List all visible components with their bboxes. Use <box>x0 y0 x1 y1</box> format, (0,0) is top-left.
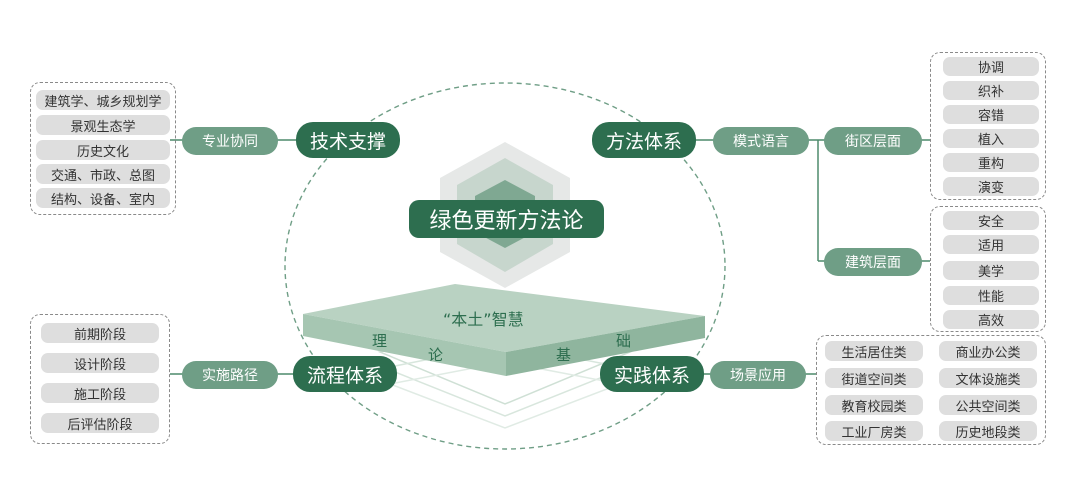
pillar-tech-support: 技术支撑 <box>296 122 400 158</box>
connector-implementation-path: 实施路径 <box>182 361 278 389</box>
practice-item: 街道空间类 <box>825 368 923 388</box>
process-items-box <box>30 314 170 444</box>
pillar-method-system: 方法体系 <box>592 122 696 158</box>
process-item: 后评估阶段 <box>41 413 159 433</box>
tech-item: 交通、市政、总图 <box>36 164 170 184</box>
process-item: 设计阶段 <box>41 353 159 373</box>
foundation-char-1: 理 <box>372 332 388 350</box>
district-item: 协调 <box>943 57 1039 76</box>
building-item: 安全 <box>943 211 1039 230</box>
district-items-box <box>930 52 1046 200</box>
practice-item: 工业厂房类 <box>825 421 923 441</box>
practice-item: 文体设施类 <box>939 368 1037 388</box>
district-item: 织补 <box>943 81 1039 100</box>
district-item: 演变 <box>943 177 1039 196</box>
practice-item: 历史地段类 <box>939 421 1037 441</box>
pillar-practice-system: 实践体系 <box>600 356 704 392</box>
connector-tech-collab: 专业协同 <box>182 127 278 155</box>
building-item: 性能 <box>943 286 1039 305</box>
foundation-char-2: 论 <box>428 346 444 364</box>
tech-item: 建筑学、城乡规划学 <box>36 90 170 110</box>
foundation-plate-top <box>303 284 705 352</box>
process-item: 施工阶段 <box>41 383 159 403</box>
district-item: 植入 <box>943 129 1039 148</box>
tech-items-box <box>30 82 176 215</box>
foundation-char-4: 础 <box>616 332 632 350</box>
pillar-process-system: 流程体系 <box>293 356 397 392</box>
foundation-plate-left-side <box>303 314 506 376</box>
district-item: 容错 <box>943 105 1039 124</box>
practice-item: 商业办公类 <box>939 341 1037 361</box>
tech-item: 景观生态学 <box>36 115 170 135</box>
building-item: 美学 <box>943 261 1039 280</box>
practice-item: 生活居住类 <box>825 341 923 361</box>
connector-building-level: 建筑层面 <box>824 248 922 276</box>
center-title: 绿色更新方法论 <box>409 200 604 238</box>
foundation-char-3: 基 <box>556 346 572 364</box>
practice-item: 公共空间类 <box>939 395 1037 415</box>
dashed-orbit-circle <box>284 82 726 450</box>
tech-item: 历史文化 <box>36 140 170 160</box>
connector-pattern-language: 模式语言 <box>713 127 809 155</box>
building-item: 高效 <box>943 310 1039 329</box>
wisdom-label: “本土”智慧 <box>443 310 524 329</box>
process-item: 前期阶段 <box>41 323 159 343</box>
building-items-box <box>930 206 1046 332</box>
connector-district-level: 街区层面 <box>824 127 922 155</box>
practice-item: 教育校园类 <box>825 395 923 415</box>
building-item: 适用 <box>943 235 1039 254</box>
tech-item: 结构、设备、室内 <box>36 188 170 208</box>
district-item: 重构 <box>943 153 1039 172</box>
practice-items-box <box>816 335 1046 445</box>
connector-scenario-application: 场景应用 <box>710 361 806 389</box>
foundation-plate-right-side <box>506 316 705 376</box>
